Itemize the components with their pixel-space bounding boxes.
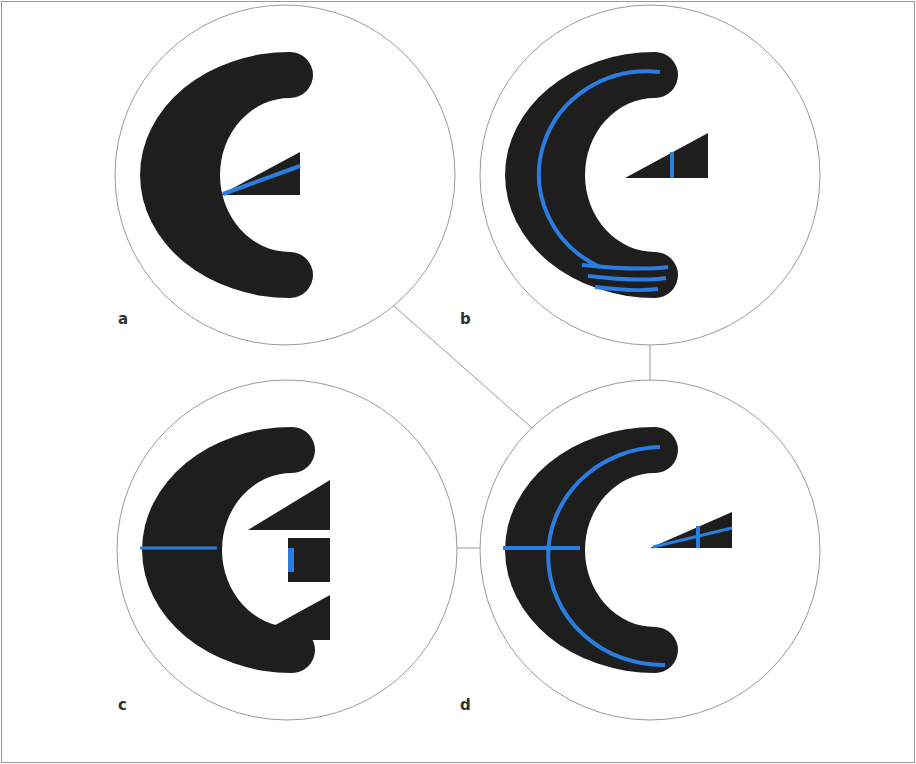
detail-circles [115,5,820,720]
meniscus-b [505,52,708,298]
meniscus-a [140,52,313,298]
panel-letter: d [460,698,471,713]
meniscus-d [503,427,732,673]
panel-letter: b [460,312,471,327]
panel-letter: a [118,312,128,327]
panel-letter: c [118,698,127,713]
meniscus-c [140,427,330,673]
